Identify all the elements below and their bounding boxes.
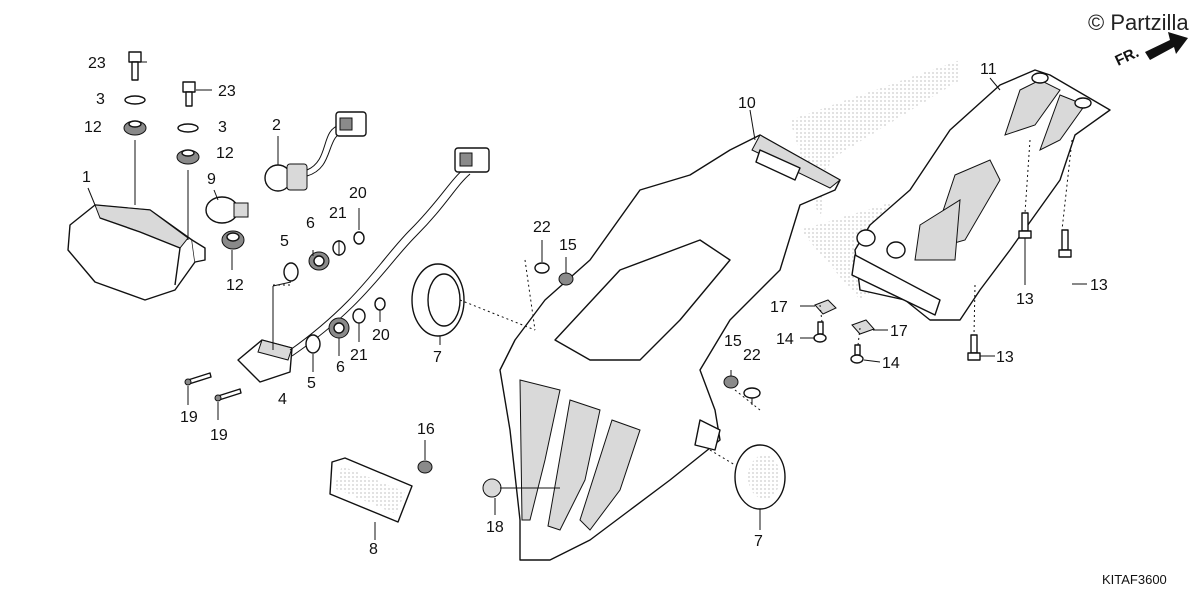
callout-c14a: 14 (776, 331, 794, 348)
screw-19-right-icon (214, 388, 242, 402)
callout-c14b: 14 (882, 355, 900, 372)
callout-c5b: 5 (307, 375, 316, 392)
callout-c19b: 19 (210, 427, 228, 444)
washer-22-lower-icon (743, 387, 761, 399)
leader-lines (87, 61, 1087, 540)
nut-15-upper-icon (558, 272, 574, 286)
grommet-12-lower-icon (221, 230, 245, 250)
bolt-23-left-icon (128, 51, 142, 81)
bolt-13-right-icon (1058, 229, 1072, 258)
dashed-guide-lines (273, 139, 1073, 466)
callout-c21b: 21 (350, 347, 368, 364)
callout-c5a: 5 (280, 233, 289, 250)
callout-c6a: 6 (306, 215, 315, 232)
callout-c15a: 15 (559, 237, 577, 254)
callout-c12c: 12 (226, 277, 244, 294)
callout-c13b: 13 (1090, 277, 1108, 294)
callout-c21a: 21 (329, 205, 347, 222)
front-direction-arrow-icon (1145, 32, 1188, 60)
callout-c22a: 22 (533, 219, 551, 236)
callout-c16: 16 (417, 421, 435, 438)
socket-harness-2-icon (264, 111, 367, 192)
washer-22-upper-icon (534, 262, 550, 274)
washer-3-left-icon (124, 95, 146, 105)
callout-c3a: 3 (96, 91, 105, 108)
callout-c8: 8 (369, 541, 378, 558)
nut-15-lower-icon (723, 375, 739, 389)
callout-labels: 1233455667789101112121213131314141515161… (82, 55, 1108, 558)
callout-c13c: 13 (996, 349, 1014, 366)
callout-c20a: 20 (349, 185, 367, 202)
nut-20-lower-icon (374, 297, 386, 311)
washer-21-lower-icon (352, 308, 366, 324)
diagram-code: KITAF3600 (1102, 572, 1167, 587)
bolt-23-right-icon (182, 81, 196, 107)
tail-light-assembly-icon (67, 204, 206, 301)
bulb-9-icon (205, 196, 249, 224)
bolt-13-lower-icon (967, 334, 981, 361)
grommet-12-left-icon (123, 120, 147, 136)
screw-14-left-icon (813, 321, 827, 343)
screw-19-left-icon (184, 372, 212, 386)
callout-c12b: 12 (216, 145, 234, 162)
callout-c7b: 7 (754, 533, 763, 550)
callout-c1: 1 (82, 169, 91, 186)
collar-5-lower-icon (305, 334, 321, 354)
callout-c20b: 20 (372, 327, 390, 344)
cover-7-right-icon (734, 444, 786, 510)
callout-c23b: 23 (218, 83, 236, 100)
callout-c11: 11 (980, 61, 997, 78)
front-direction-label: FR. (1113, 44, 1142, 70)
callout-c13a: 13 (1016, 291, 1034, 308)
callout-c19a: 19 (180, 409, 198, 426)
callout-c23a: 23 (88, 55, 106, 72)
callout-c3b: 3 (218, 119, 227, 136)
plug-18-icon (482, 478, 502, 498)
clip-17-upper-icon (814, 299, 837, 315)
rubber-6-lower-icon (328, 317, 350, 339)
callout-c9: 9 (207, 171, 216, 188)
nut-20-upper-icon (353, 231, 365, 245)
callout-c17b: 17 (890, 323, 908, 340)
shadow-area-upper (790, 60, 960, 220)
bracket-11-icon (851, 69, 1111, 321)
callout-c18: 18 (486, 519, 504, 536)
grommet-12-right-icon (176, 149, 200, 165)
clip-17-lower-icon (851, 319, 875, 335)
callout-c2: 2 (272, 117, 281, 134)
callout-c22b: 22 (743, 347, 761, 364)
callout-c10: 10 (738, 95, 756, 112)
callout-c7a: 7 (433, 349, 442, 366)
washer-3-right-icon (177, 123, 199, 133)
collar-5-upper-icon (283, 262, 299, 282)
callout-c6b: 6 (336, 359, 345, 376)
watermark-text: © Partzilla (1088, 10, 1189, 35)
cover-7-left-icon (411, 263, 465, 337)
callout-c17a: 17 (770, 299, 788, 316)
nut-16-icon (417, 460, 433, 474)
rubber-6-upper-icon (308, 251, 330, 271)
callout-c15b: 15 (724, 333, 742, 350)
callout-c4: 4 (278, 391, 287, 408)
rear-fender-10-icon (499, 134, 841, 561)
reflector-8-icon (329, 457, 413, 523)
screw-14-right-icon (850, 344, 864, 364)
callout-c12a: 12 (84, 119, 102, 136)
